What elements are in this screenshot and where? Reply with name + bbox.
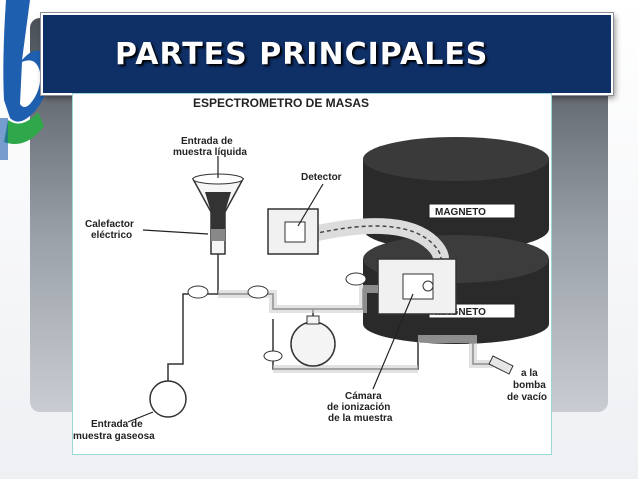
liquid-inlet-label-2: muestra líquida <box>173 147 247 158</box>
valve-1 <box>187 285 209 299</box>
gas-inlet-label-1: Entrada de <box>91 419 143 430</box>
liquid-inlet-label-1: Entrada de <box>181 136 233 147</box>
liquid-inlet-funnel <box>191 173 245 255</box>
magnet-bottom-label: MAGNETO <box>435 307 486 318</box>
chamber-label-1: Cámara <box>345 391 382 402</box>
valve-4 <box>263 350 283 362</box>
diagram-heading: ESPECTROMETRO DE MASAS <box>193 96 369 110</box>
pump-label-2: bomba <box>513 380 546 391</box>
pump-label-3: de vacío <box>507 392 547 403</box>
ionization-chamber <box>377 258 457 315</box>
slide-title: PARTES PRINCIPALES <box>115 36 489 72</box>
pump-label-1: a la <box>521 368 538 379</box>
flask-middle <box>290 315 336 367</box>
chamber-label-2: de ionización <box>327 402 390 413</box>
logo-icon <box>0 0 50 160</box>
magnet-top-label: MAGNETO <box>435 207 486 218</box>
valve-2 <box>247 285 269 299</box>
mass-spectrometer-diagram: ESPECTROMETRO DE MASAS MAGNETO MAGNETO D… <box>73 96 549 442</box>
pump-outlet <box>488 355 514 375</box>
detector-label: Detector <box>301 172 342 183</box>
heater-label-1: Calefactor <box>85 219 134 230</box>
detector-box <box>267 208 319 255</box>
heater-label-2: eléctrico <box>91 230 132 241</box>
mass-spectrometer-figure: ESPECTROMETRO DE MASAS MAGNETO MAGNETO D… <box>72 93 552 455</box>
gas-inlet-label-2: muestra gaseosa <box>73 431 155 442</box>
chamber-label-3: de la muestra <box>328 413 393 424</box>
valve-3 <box>345 272 367 286</box>
title-box: PARTES PRINCIPALES <box>41 13 613 95</box>
flask-gas <box>149 380 187 418</box>
